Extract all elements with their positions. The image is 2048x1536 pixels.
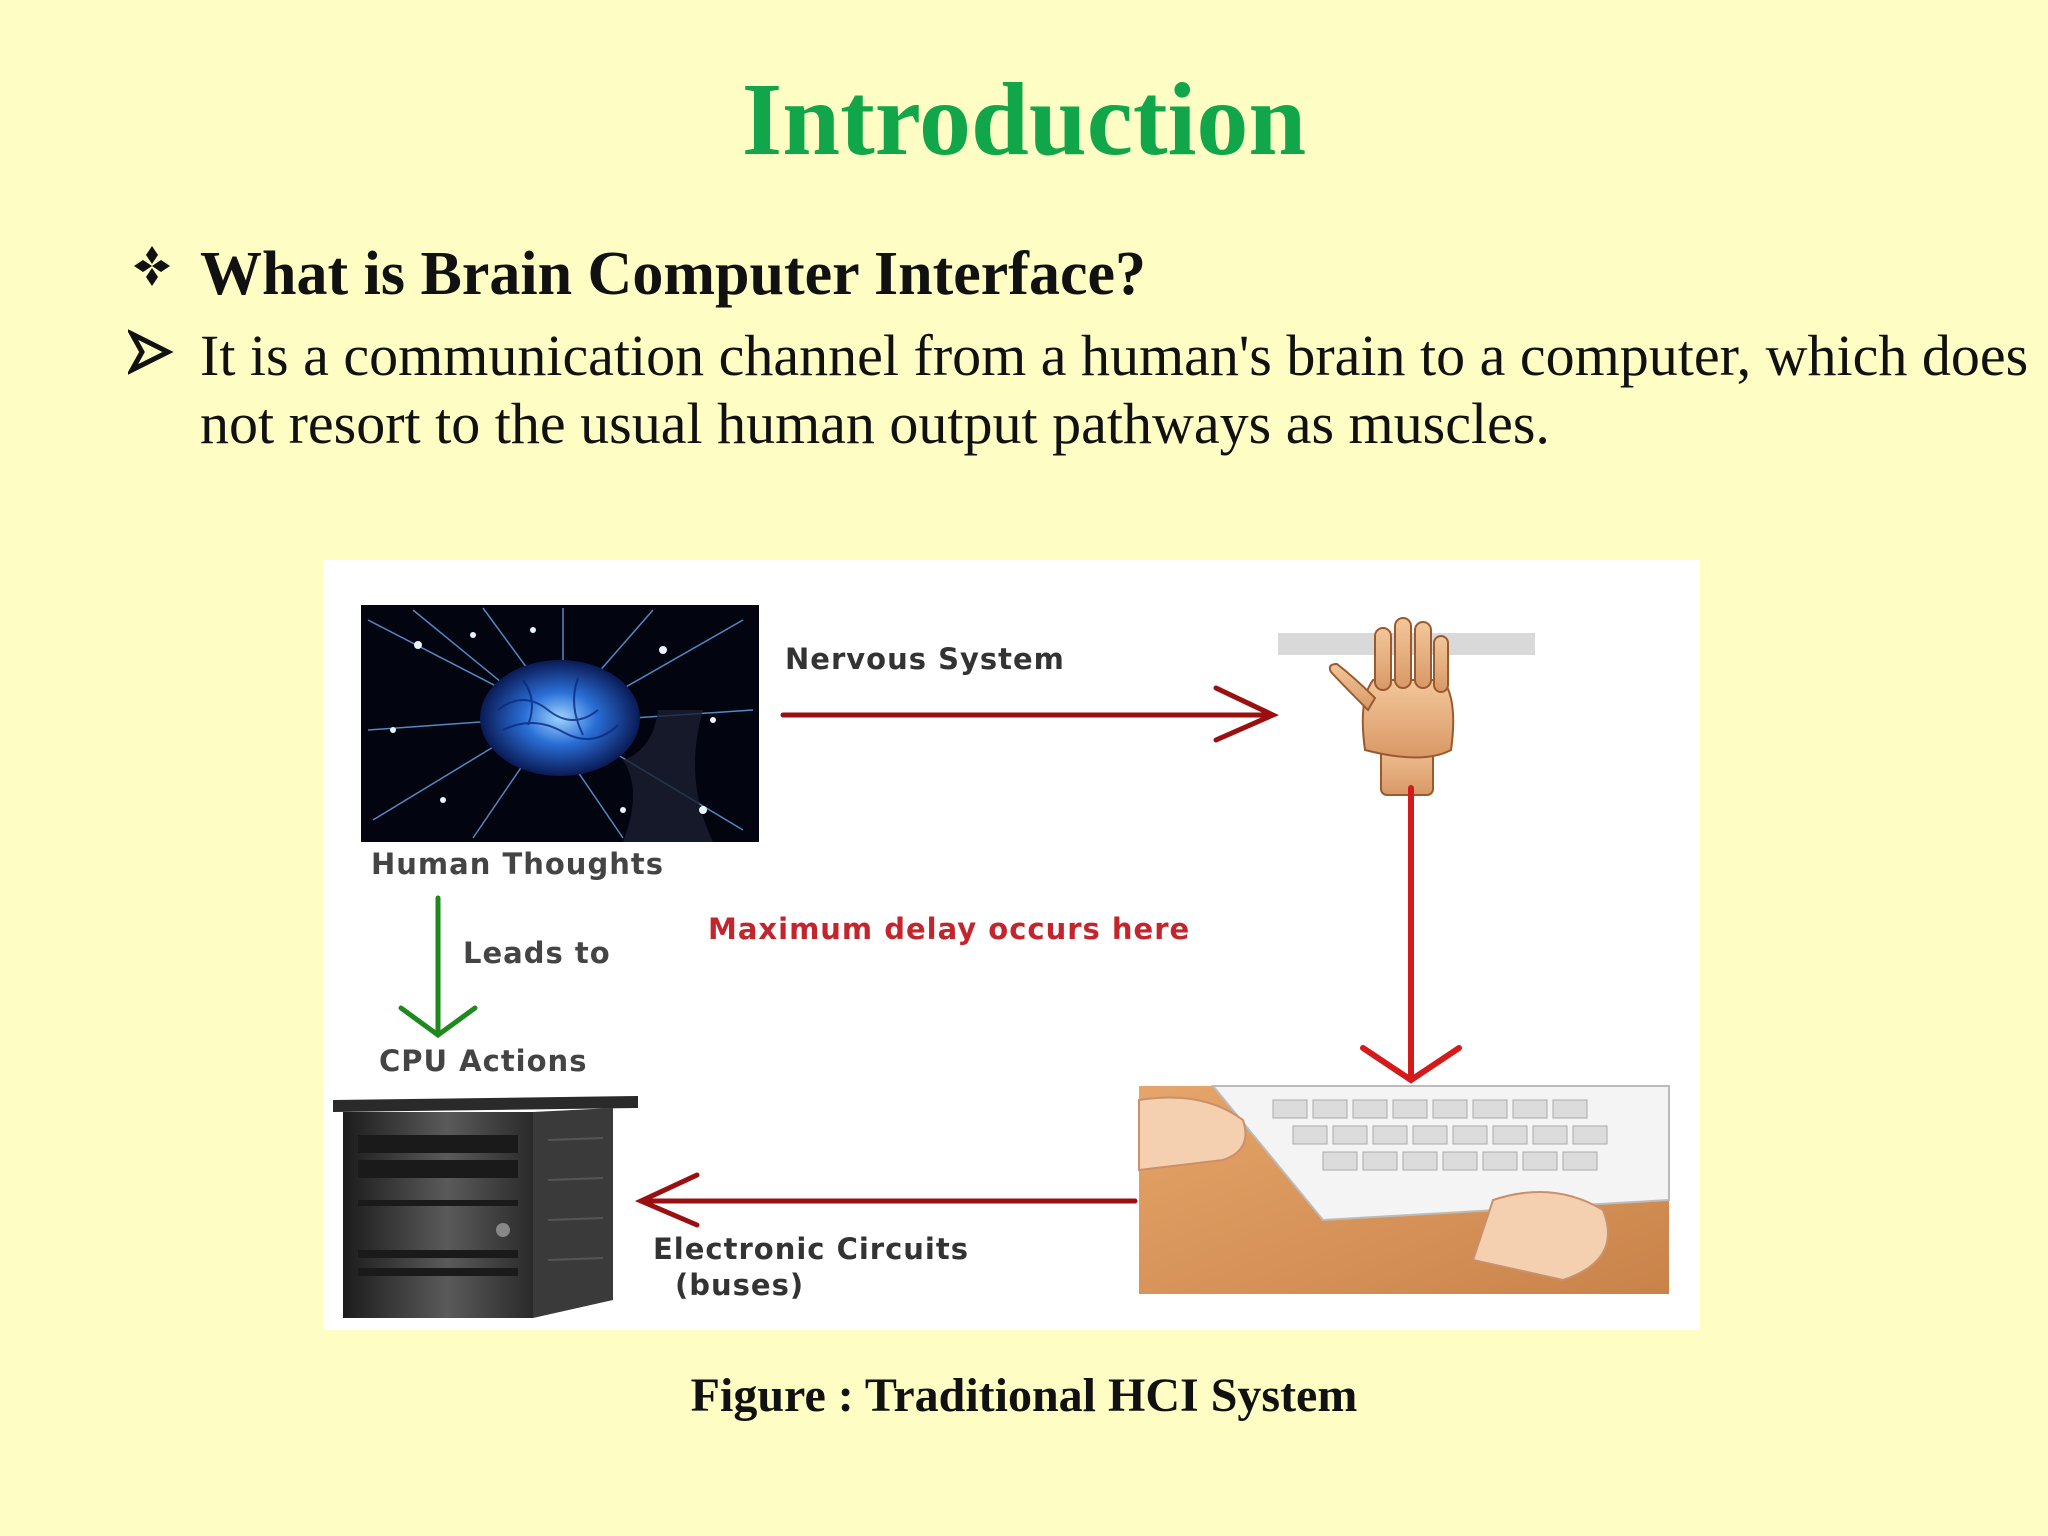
hand-image xyxy=(1278,617,1535,796)
nervous-system-arrow xyxy=(780,685,1280,743)
human-thoughts-label: Human Thoughts xyxy=(371,847,664,881)
computer-tower-image xyxy=(333,1096,638,1318)
slide-title: Introduction xyxy=(741,62,1307,177)
electronic-circuits-label: Electronic Circuits xyxy=(653,1232,969,1266)
hci-diagram xyxy=(333,605,1670,1318)
leads-to-arrow xyxy=(398,895,478,1039)
keyboard-hands-image xyxy=(1138,1085,1670,1294)
hci-figure: Nervous System Human Thoughts Leads to C… xyxy=(323,560,1700,1330)
answer-text: It is a communication channel from a hum… xyxy=(200,323,2029,456)
question-text: What is Brain Computer Interface? xyxy=(200,240,1146,308)
cpu-actions-label: CPU Actions xyxy=(379,1044,588,1078)
figure-caption: Figure : Traditional HCI System xyxy=(690,1369,1358,1422)
nervous-system-label: Nervous System xyxy=(785,642,1065,676)
leads-to-label: Leads to xyxy=(463,936,611,970)
max-delay-label: Maximum delay occurs here xyxy=(708,912,1191,946)
buses-label: (buses) xyxy=(675,1268,805,1302)
diamond-bullet-icon xyxy=(134,246,170,286)
brain-image xyxy=(361,605,759,842)
electronic-circuits-arrow xyxy=(634,1172,1138,1228)
delay-arrow xyxy=(1360,785,1462,1084)
arrowhead-bullet-icon xyxy=(128,329,174,375)
